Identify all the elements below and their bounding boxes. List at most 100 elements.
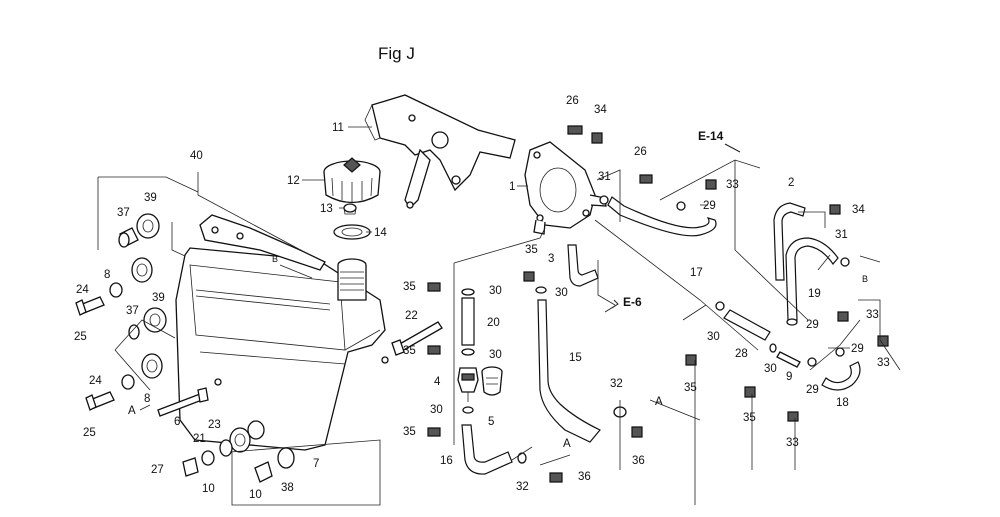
- callout-4: 4: [434, 376, 441, 388]
- grommet-39-lower: [143, 307, 167, 333]
- callout-37a: 37: [117, 207, 130, 219]
- letter-b1: B: [272, 254, 278, 264]
- callout-29c: 29: [851, 343, 864, 355]
- hose-15: [537, 299, 601, 443]
- cap-gasket: [333, 224, 371, 240]
- callout-33d: 33: [786, 437, 799, 449]
- cap-filter: [343, 203, 357, 215]
- callout-25a: 25: [74, 331, 87, 343]
- callout-2: 2: [788, 177, 794, 189]
- callout-35d: 35: [403, 426, 416, 438]
- callout-13: 13: [320, 203, 333, 215]
- callout-15: 15: [569, 352, 582, 364]
- leader-lines: [97, 126, 901, 506]
- collar-37-upper: [118, 227, 139, 248]
- joint-9: [776, 351, 801, 368]
- callout-19: 19: [808, 288, 821, 300]
- callout-29b: 29: [806, 319, 819, 331]
- fuel-tank: [175, 214, 389, 451]
- callout-40: 40: [190, 150, 203, 162]
- fuel-cap: [323, 157, 381, 204]
- callout-14: 14: [374, 227, 387, 239]
- collar-24-lower: [121, 374, 135, 390]
- callout-29a: 29: [703, 200, 716, 212]
- callout-32a: 32: [610, 378, 623, 390]
- letter-a3: A: [563, 438, 571, 450]
- hose-3: [567, 244, 599, 287]
- hose-28: [723, 309, 771, 341]
- hose-18: [821, 361, 861, 391]
- tank-bracket: [364, 94, 516, 210]
- callout-29d: 29: [806, 384, 819, 396]
- grommet-8-upper: [131, 257, 153, 283]
- callout-8b: 8: [144, 393, 150, 405]
- callout-36b: 36: [632, 455, 645, 467]
- callout-10a: 10: [202, 483, 215, 495]
- callout-39b: 39: [152, 292, 165, 304]
- bolt-25-lower: [85, 391, 115, 411]
- collar-24-upper: [109, 282, 123, 298]
- callout-39a: 39: [144, 192, 157, 204]
- callout-32b: 32: [516, 481, 529, 493]
- callout-11: 11: [332, 122, 344, 134]
- callout-30c: 30: [489, 349, 502, 361]
- callout-34a: 34: [594, 104, 607, 116]
- letter-a2: A: [655, 396, 663, 408]
- callout-27: 27: [151, 464, 164, 476]
- bolt-6: [157, 387, 209, 417]
- callout-30b: 30: [555, 287, 568, 299]
- callout-30e: 30: [707, 331, 720, 343]
- callout-31a: 31: [598, 171, 611, 183]
- grommet-39-upper: [136, 213, 160, 239]
- callout-30f: 30: [764, 363, 777, 375]
- callout-26a: 26: [566, 95, 579, 107]
- reference-arrows: [604, 143, 741, 313]
- callout-34b: 34: [852, 204, 865, 216]
- letter-a1: A: [128, 405, 136, 417]
- callout-24a: 24: [76, 284, 89, 296]
- hose-19: [785, 237, 839, 321]
- callout-10b: 10: [249, 489, 262, 501]
- callout-35c: 35: [403, 345, 416, 357]
- figure-title: Fig J: [378, 44, 415, 63]
- hose-16: [461, 424, 513, 475]
- fasteners: [427, 125, 889, 483]
- callout-25b: 25: [83, 427, 96, 439]
- hose-clamps: [461, 195, 850, 464]
- ref-e6[interactable]: E-6: [623, 295, 642, 309]
- callout-9: 9: [786, 371, 792, 383]
- hose-2: [773, 202, 806, 281]
- collar-37-lower: [128, 324, 140, 340]
- ref-e14[interactable]: E-14: [698, 129, 724, 143]
- callout-26b: 26: [634, 146, 647, 158]
- callout-1: 1: [509, 181, 515, 193]
- callout-35a: 35: [525, 244, 538, 256]
- callout-6: 6: [174, 416, 180, 428]
- callout-35f: 35: [743, 412, 756, 424]
- callout-17: 17: [690, 267, 703, 279]
- callout-22: 22: [405, 310, 418, 322]
- callout-23: 23: [208, 419, 221, 431]
- callout-33c: 33: [877, 357, 890, 369]
- callout-8a: 8: [104, 269, 110, 281]
- callout-38: 38: [281, 482, 294, 494]
- hose-17: [607, 196, 717, 237]
- callout-36a: 36: [578, 471, 591, 483]
- fuel-valve: [457, 367, 479, 402]
- callout-12: 12: [287, 175, 300, 187]
- grommet-8-lower: [141, 353, 163, 379]
- callout-3: 3: [548, 253, 554, 265]
- callout-21: 21: [193, 433, 206, 445]
- bottom-mount-hardware: [182, 420, 295, 483]
- callout-33a: 33: [726, 179, 739, 191]
- callout-33b: 33: [866, 309, 879, 321]
- callout-20: 20: [487, 317, 500, 329]
- fuel-pump: [524, 141, 607, 235]
- fuel-strainer: [481, 366, 503, 396]
- callout-37b: 37: [126, 305, 139, 317]
- bolt-22: [391, 321, 443, 356]
- callout-35b: 35: [403, 281, 416, 293]
- callout-30a: 30: [489, 285, 502, 297]
- callout-28: 28: [735, 348, 748, 360]
